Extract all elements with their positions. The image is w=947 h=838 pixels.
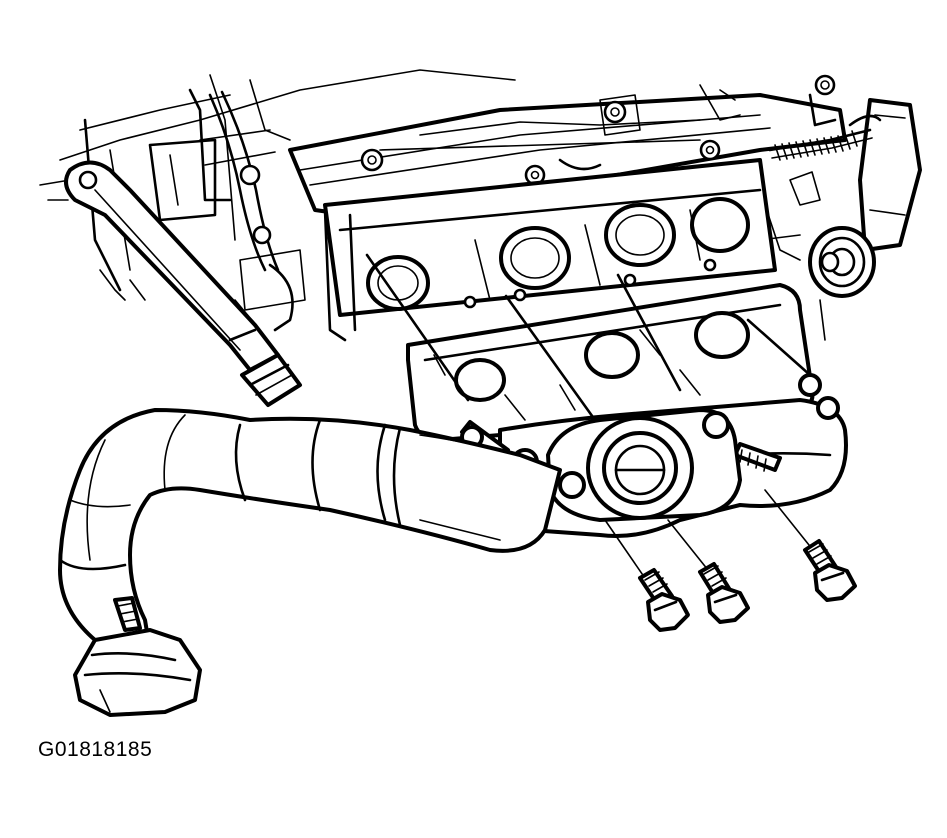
figure-code: G01818185: [38, 738, 153, 761]
cover-bolts: [360, 74, 836, 186]
cylinder-head-exhaust-ports: [323, 158, 777, 342]
bolt-2: [698, 562, 750, 624]
bolt-3: [803, 539, 857, 602]
outlet-flange: [546, 408, 742, 522]
exhaust-manifold: [365, 253, 848, 538]
pulley: [808, 226, 876, 298]
manifold-bolts: [604, 489, 857, 632]
exhaust-down-pipe: [58, 408, 562, 717]
engine-block-background: [39, 69, 922, 407]
bolt-1: [638, 568, 690, 632]
spring-hose: [774, 130, 858, 161]
